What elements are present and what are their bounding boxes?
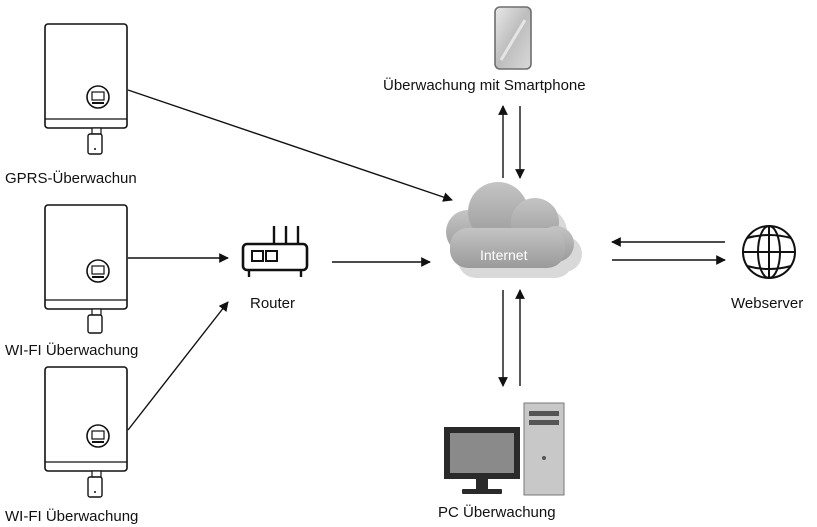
internet-label: Internet (480, 247, 528, 263)
wifi-label-1: WI-FI Überwachung (5, 342, 139, 359)
internet-cloud-icon (446, 182, 582, 278)
inverter-gprs-icon (44, 23, 128, 155)
connection-arrows (127, 89, 726, 431)
webserver-label: Webserver (731, 295, 804, 312)
arrow-inverter3-to-router (127, 301, 229, 431)
inverter-wifi-1-icon (44, 204, 128, 334)
router-label: Router (250, 295, 296, 312)
smartphone-icon (494, 6, 532, 70)
smartphone-label: Überwachung mit Smartphone (383, 77, 586, 94)
gprs-label: GPRS-Überwachun (5, 170, 137, 187)
wifi-label-2: WI-FI Überwachung (5, 508, 139, 525)
pc-label: PC Überwachung (438, 504, 556, 521)
router-icon (241, 226, 309, 277)
pc-icon (444, 402, 565, 496)
inverter-wifi-2-icon (44, 366, 128, 498)
arrow-gprs-to-internet (127, 89, 453, 202)
globe-icon (742, 225, 796, 279)
